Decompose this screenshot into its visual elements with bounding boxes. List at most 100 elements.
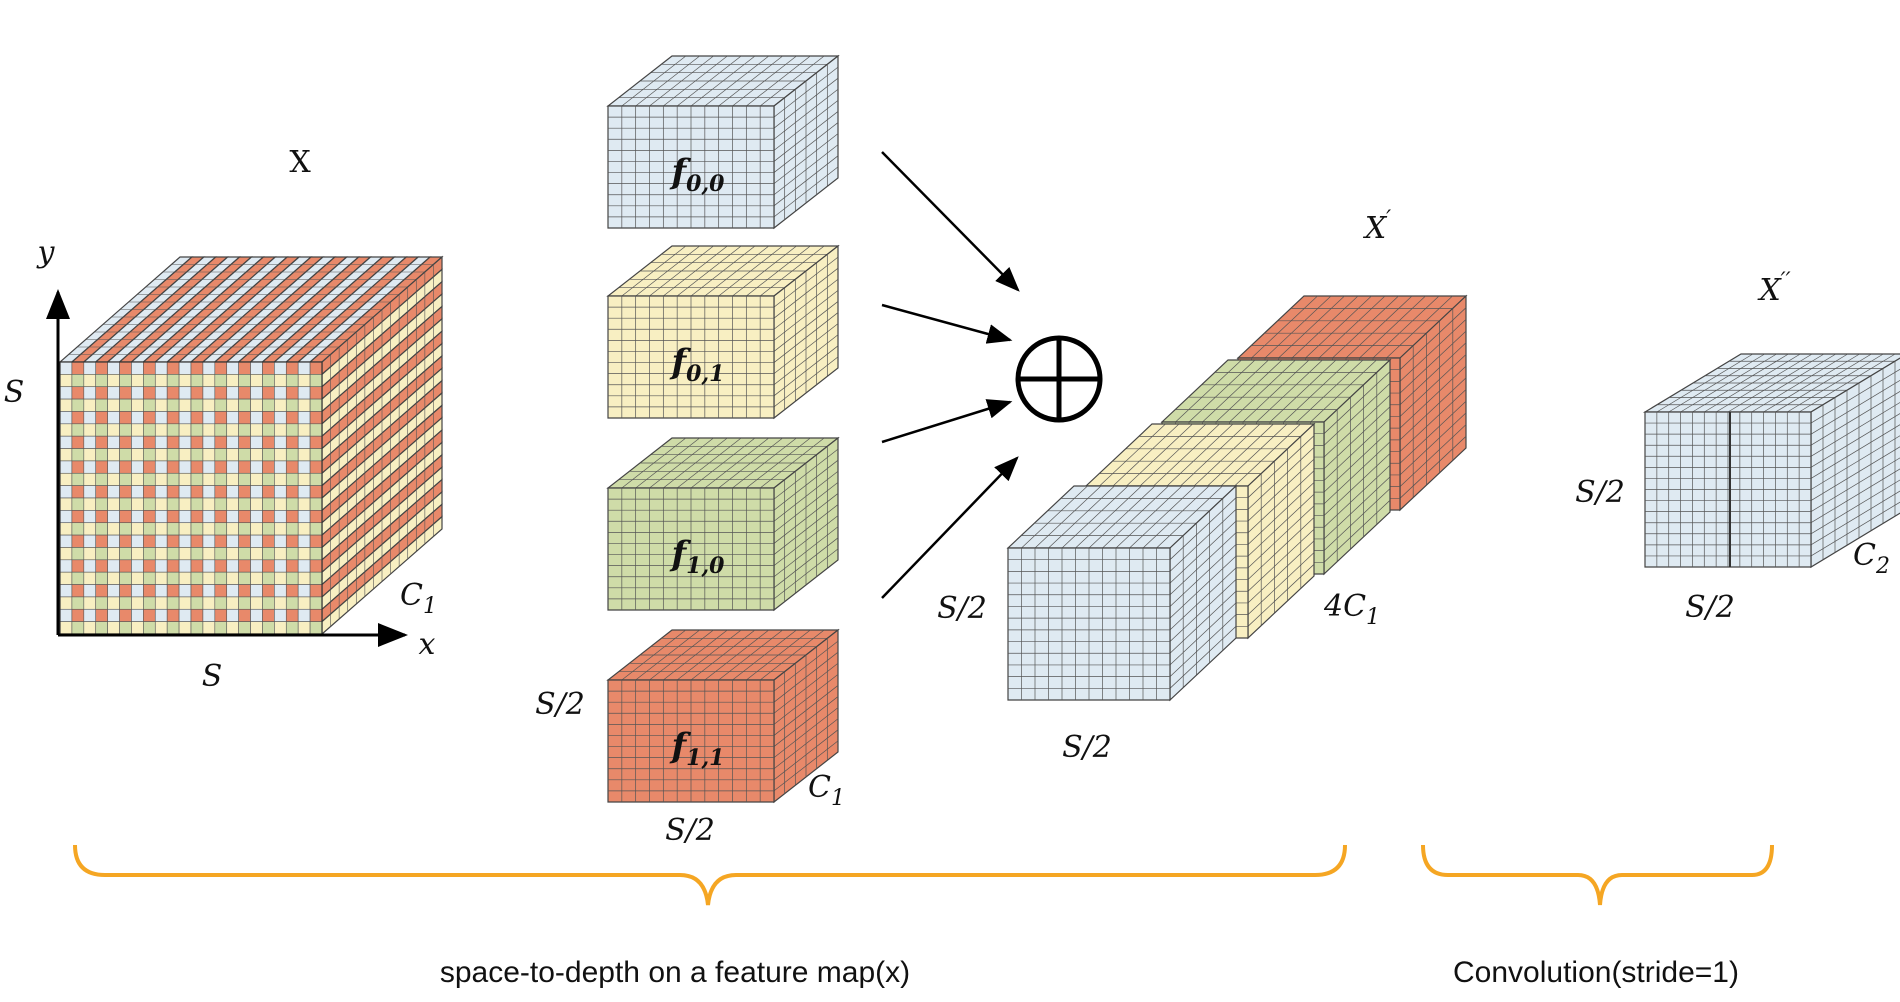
input-cell <box>59 472 73 486</box>
input-cell <box>119 510 132 524</box>
input-cell <box>190 485 204 499</box>
input-cell <box>154 435 168 449</box>
input-cell <box>202 510 216 524</box>
input-cell <box>154 608 168 622</box>
input-cell <box>202 547 216 561</box>
input-cell <box>95 411 108 425</box>
input-cell <box>107 423 120 437</box>
input-cell <box>297 448 311 462</box>
input-cell <box>166 596 180 610</box>
input-cell <box>71 596 85 610</box>
input-cell <box>238 448 251 462</box>
input-cell <box>262 398 275 412</box>
input-cell <box>202 608 216 622</box>
input-cell <box>107 522 120 536</box>
input-cell <box>238 559 251 573</box>
input-cell <box>262 497 275 511</box>
input-cell <box>202 361 216 375</box>
input-cell <box>226 547 239 561</box>
input-cell <box>119 472 132 486</box>
input-cell <box>309 423 323 437</box>
input-cell <box>274 534 287 548</box>
input-cell <box>59 411 73 425</box>
input-cell <box>214 374 228 388</box>
input-cell <box>226 559 239 573</box>
input-cell <box>202 559 216 573</box>
output-cube-x-double-prime <box>1642 353 1900 569</box>
input-cell <box>178 534 192 548</box>
input-cell <box>250 411 263 425</box>
input-cell <box>309 596 323 610</box>
y-axis-label: y <box>36 235 56 270</box>
input-cell <box>262 571 275 585</box>
input-cell <box>274 547 287 561</box>
input-cell <box>95 547 108 561</box>
arrow-f11 <box>881 456 1019 599</box>
input-cell <box>262 448 275 462</box>
input-cell <box>95 386 108 400</box>
input-cell <box>154 423 168 437</box>
input-cell <box>262 584 275 598</box>
input-cell <box>214 472 228 486</box>
input-cell <box>166 435 180 449</box>
input-cell <box>190 547 204 561</box>
input-cell <box>59 608 73 622</box>
input-cell <box>154 571 168 585</box>
input-cell <box>226 522 239 536</box>
input-cell <box>178 398 192 412</box>
input-cell <box>59 423 73 437</box>
input-cell <box>190 559 204 573</box>
input-cell <box>59 398 73 412</box>
output-side-label: S/2 <box>1575 475 1625 510</box>
input-cell <box>285 386 299 400</box>
input-cell <box>250 547 263 561</box>
input-cell <box>297 386 311 400</box>
conv-caption: Convolution(stride=1) <box>1453 956 1739 989</box>
input-cell <box>83 435 97 449</box>
input-bottom-label: S <box>202 659 223 694</box>
input-cell <box>285 621 299 635</box>
input-cell <box>214 398 228 412</box>
input-cell <box>166 510 180 524</box>
input-cell <box>143 584 156 598</box>
input-cell <box>95 559 108 573</box>
input-cell <box>59 386 73 400</box>
input-cell <box>166 411 180 425</box>
input-cell <box>178 497 192 511</box>
input-cell <box>143 361 156 375</box>
input-cell <box>214 571 228 585</box>
input-cell <box>83 559 97 573</box>
input-cell <box>178 460 192 474</box>
input-cell <box>178 596 192 610</box>
input-cell <box>178 510 192 524</box>
input-cell <box>250 448 263 462</box>
input-cell <box>238 485 251 499</box>
input-cell <box>154 534 168 548</box>
input-cell <box>250 361 263 375</box>
input-cell <box>297 497 311 511</box>
input-cell <box>131 608 144 622</box>
input-cell <box>95 571 108 585</box>
input-cell <box>262 423 275 437</box>
input-cell <box>297 596 311 610</box>
input-cell <box>119 460 132 474</box>
input-cell <box>59 547 73 561</box>
input-cell <box>274 485 287 499</box>
input-cell <box>119 497 132 511</box>
input-cell <box>83 547 97 561</box>
input-cell <box>143 621 156 635</box>
input-cell <box>274 411 287 425</box>
input-cell <box>178 386 192 400</box>
concat-cube-x-prime <box>1006 294 1468 702</box>
input-cell <box>226 411 239 425</box>
slice-cubes <box>606 54 840 804</box>
input-cell <box>238 608 251 622</box>
input-cell <box>226 510 239 524</box>
input-cell <box>59 361 73 375</box>
input-cell <box>250 559 263 573</box>
input-cell <box>166 559 180 573</box>
input-cell <box>107 485 120 499</box>
merge-arrows <box>881 151 1020 599</box>
input-cell <box>202 398 216 412</box>
input-cell <box>178 547 192 561</box>
